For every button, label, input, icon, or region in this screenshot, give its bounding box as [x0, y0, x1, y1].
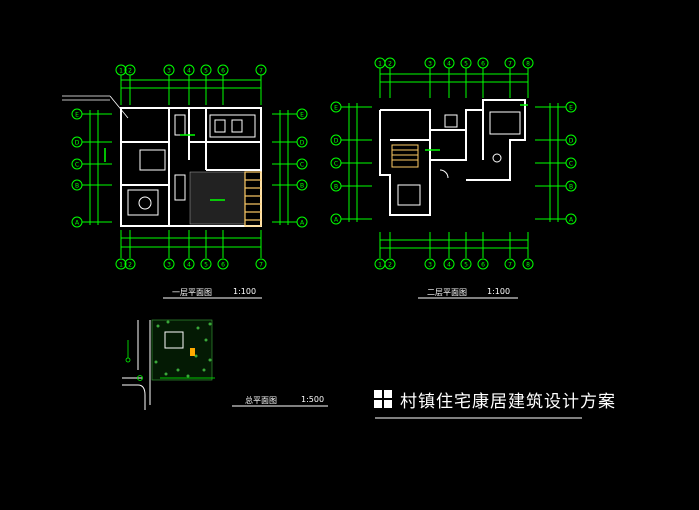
plan1-leader — [62, 95, 129, 119]
plan2-axis-label: 1 — [378, 61, 382, 68]
plan2-left-axes — [330, 101, 372, 225]
plan1-top-axes — [115, 64, 267, 105]
second-floor-plan — [330, 57, 577, 270]
plan1-room-details — [127, 114, 256, 216]
plan1-stair — [244, 171, 262, 227]
plan1-axis-label: D — [300, 140, 305, 147]
plan1-bottom-axes — [115, 230, 267, 270]
plan1-caption: 一层平面图 — [172, 288, 212, 297]
plan2-axis-label: 2 — [388, 61, 392, 68]
plan2-axis-label: B — [334, 184, 338, 191]
plan1-axis-label: 7 — [259, 262, 263, 269]
site-green-dots — [154, 320, 212, 378]
plan1-axis-label: B — [75, 183, 79, 190]
plan2-axis-label: 4 — [447, 61, 451, 68]
plan1-axis-label: D — [75, 140, 80, 147]
plan2-axis-label: 3 — [428, 262, 432, 269]
plan2-top-axes — [374, 57, 534, 98]
plan1-axis-label: B — [300, 183, 304, 190]
plan1-axis-label: 5 — [204, 68, 208, 75]
project-title: 村镇住宅康居建筑设计方案 — [400, 392, 616, 412]
site-plan — [122, 319, 215, 410]
plan2-axis-label: D — [334, 138, 339, 145]
plan2-axis-label: 4 — [447, 262, 451, 269]
plan2-axis-label: 3 — [428, 61, 432, 68]
plan1-axis-label: A — [75, 220, 80, 227]
plan1-axis-label: 7 — [259, 68, 263, 75]
plan2-axis-label: E — [334, 105, 338, 112]
plan2-axis-label: 8 — [526, 61, 530, 68]
plan2-axis-label: 8 — [526, 262, 530, 269]
plan2-axis-label: 7 — [508, 262, 512, 269]
plan1-green-marks — [104, 134, 225, 201]
plan2-scale: 1:100 — [487, 287, 511, 296]
plan2-axis-label: E — [569, 105, 573, 112]
plan2-walls — [379, 99, 526, 216]
plan1-axis-label: E — [300, 112, 304, 119]
plan1-axis-label: 2 — [128, 262, 132, 269]
plan1-terrace-hatch — [189, 171, 246, 225]
plan1-axis-label: 3 — [167, 262, 171, 269]
site-road-marks — [125, 340, 215, 381]
plan2-axis-label: C — [569, 161, 573, 168]
plan2-axis-label: 1 — [378, 262, 382, 269]
plan2-axis-label: B — [569, 184, 573, 191]
plan1-walls — [120, 107, 262, 227]
plan1-right-axes — [272, 108, 308, 228]
plan1-axis-label: 3 — [167, 68, 171, 75]
plan1-axis-label: 4 — [187, 262, 191, 269]
site-caption: 总平面图 — [245, 396, 277, 405]
plan2-axis-label: 6 — [481, 262, 485, 269]
plan1-scale: 1:100 — [233, 287, 257, 296]
plan1-axis-label: E — [75, 112, 79, 119]
plan2-axis-label: 5 — [464, 262, 468, 269]
plan1-left-axes — [71, 108, 112, 228]
plan1-axis-label: 1 — [119, 262, 123, 269]
plan2-axis-label: 7 — [508, 61, 512, 68]
site-greenery — [151, 319, 213, 381]
plan1-axis-label: C — [300, 162, 304, 169]
plan2-right-axes — [535, 101, 577, 225]
plan2-axis-label: A — [334, 217, 339, 224]
site-scale: 1:500 — [301, 395, 325, 404]
plan1-axis-label: 6 — [221, 68, 225, 75]
plan1-axis-label: 4 — [187, 68, 191, 75]
plan2-stair — [391, 144, 419, 168]
plan1-axis-label: C — [75, 162, 79, 169]
plan2-axis-label: 5 — [464, 61, 468, 68]
plan2-caption: 二层平面图 — [427, 288, 467, 297]
plan2-axis-label: A — [569, 217, 574, 224]
title-grid-icon — [374, 390, 392, 408]
plan2-axis-label: C — [334, 161, 338, 168]
plan1-axis-label: 5 — [204, 262, 208, 269]
site-accent — [190, 348, 195, 356]
plan2-axis-label: 6 — [481, 61, 485, 68]
plan2-green-marks — [425, 104, 528, 151]
plan1-axis-label: 1 — [119, 68, 123, 75]
first-floor-plan — [62, 64, 308, 270]
plan2-axis-label: D — [569, 138, 574, 145]
plan1-axis-label: A — [300, 220, 305, 227]
plan1-axis-label: 6 — [221, 262, 225, 269]
plan2-axis-label: 2 — [388, 262, 392, 269]
plan1-axis-label: 2 — [128, 68, 132, 75]
plan2-fixtures — [397, 111, 521, 206]
plan2-bottom-axes — [374, 232, 534, 270]
caption-underlines — [163, 297, 582, 419]
